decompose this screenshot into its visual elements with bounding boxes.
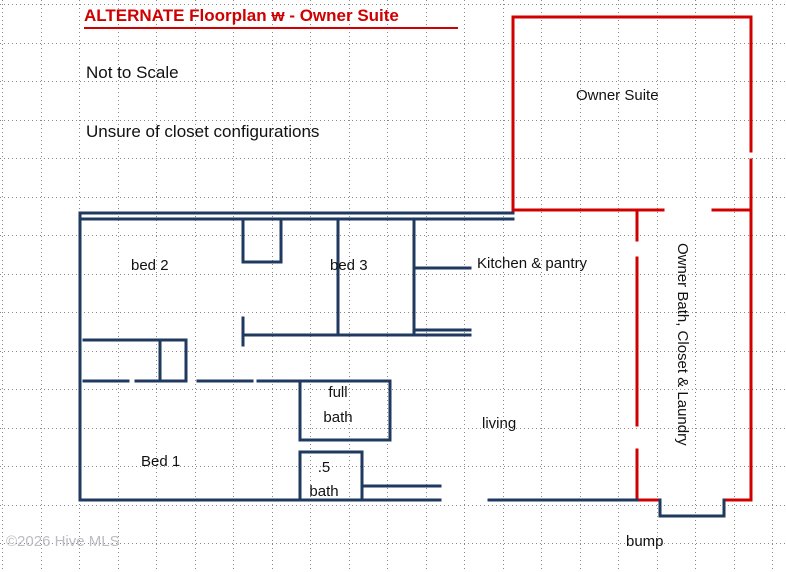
- room-label-kitchen-pantry: Kitchen & pantry: [477, 255, 588, 272]
- title-underline: [84, 27, 458, 29]
- title-part-struck: w: [271, 6, 285, 25]
- note-not-to-scale: Not to Scale: [86, 63, 179, 82]
- page-title: ALTERNATE Floorplan w - Owner Suite: [84, 6, 399, 26]
- room-label-half-bath-line1: .5: [317, 459, 331, 476]
- title-part-floorplan: Floorplan: [189, 6, 267, 25]
- addition-walls: [511, 15, 753, 502]
- house-walls: [78, 211, 726, 518]
- room-label-living: living: [482, 415, 517, 432]
- watermark-copyright: ©2026 Hive MLS: [6, 533, 120, 550]
- room-label-full-bath-line2: bath: [323, 409, 353, 426]
- title-part-suffix: - Owner Suite: [289, 6, 399, 25]
- title-part-alternate: ALTERNATE: [84, 6, 185, 25]
- room-label-owner-suite: Owner Suite: [576, 87, 659, 104]
- note-closet-configurations: Unsure of closet configurations: [86, 122, 320, 141]
- room-label-bed-1: Bed 1: [141, 453, 181, 470]
- room-label-bed-3: bed 3: [330, 257, 368, 274]
- room-label-bed-2: bed 2: [131, 257, 169, 274]
- room-label-bump: bump: [626, 533, 664, 550]
- room-label-owner-bath-closet-laundry: Owner Bath, Closet & Laundry: [674, 243, 691, 446]
- room-label-full-bath-line1: full: [328, 384, 348, 401]
- room-label-half-bath-line2: bath: [309, 483, 339, 500]
